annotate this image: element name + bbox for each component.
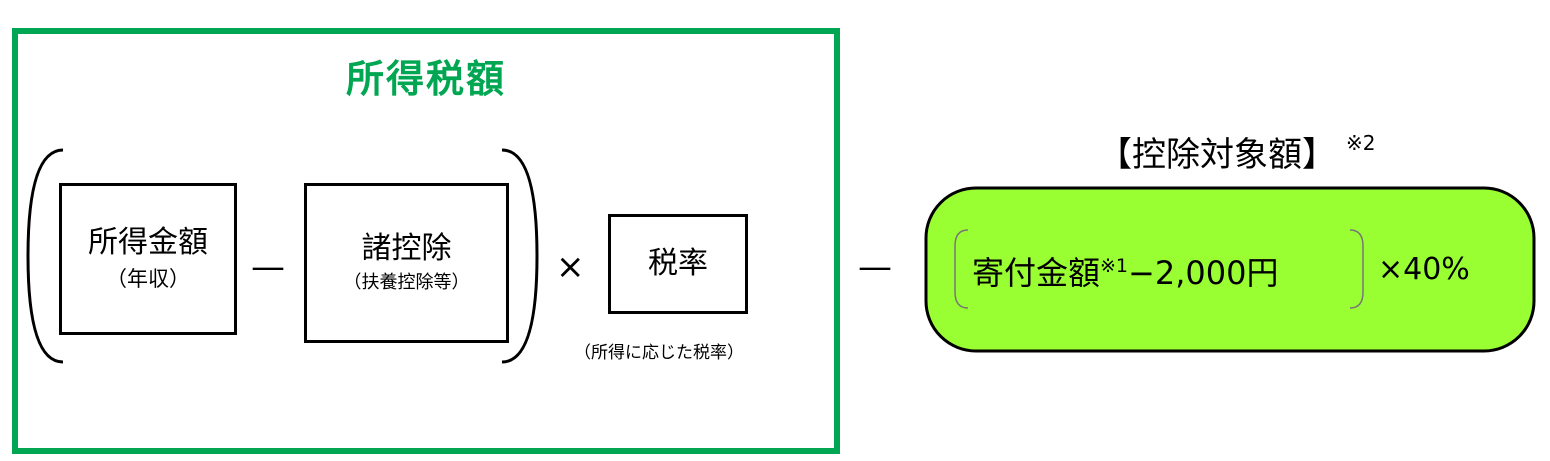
- deductible-pill: [924, 186, 1536, 353]
- deductions-sub-label: （扶養控除等）: [343, 272, 470, 294]
- deductions-box: 諸控除 （扶養控除等）: [304, 183, 509, 343]
- deductible-formula: 寄付金額※1−2,000円: [972, 248, 1278, 294]
- deductible-note-mark: ※2: [1346, 131, 1376, 155]
- inner-left-bracket: [954, 229, 969, 309]
- inner-right-bracket: [1349, 229, 1364, 309]
- income-label: 所得金額: [88, 225, 208, 261]
- tax-rate-label: 税率: [648, 245, 708, 281]
- times-operator: ×: [556, 247, 585, 287]
- formula-note-mark: ※1: [1100, 255, 1129, 277]
- income-tax-frame: [12, 28, 840, 454]
- income-sub-label: （年収）: [106, 266, 190, 291]
- tax-rate-note: （所得に応じた税率）: [574, 343, 744, 363]
- deductions-label: 諸控除: [361, 230, 452, 266]
- formula-donation-amount: 寄付金額: [972, 254, 1101, 292]
- minus-operator-1: —: [251, 247, 285, 287]
- income-tax-title: 所得税額: [345, 57, 506, 101]
- formula-multiplier: ×40%: [1378, 252, 1470, 287]
- income-box: 所得金額 （年収）: [59, 183, 237, 335]
- formula-minus-2000: −2,000円: [1128, 254, 1279, 292]
- deductible-amount-label: 【控除対象額】 ※2: [1098, 127, 1375, 176]
- left-paren: [26, 148, 64, 364]
- tax-rate-box: 税率: [608, 214, 748, 314]
- deductible-amount-title: 【控除対象額】: [1098, 135, 1336, 175]
- minus-operator-2: —: [858, 247, 892, 287]
- right-paren: [501, 148, 539, 364]
